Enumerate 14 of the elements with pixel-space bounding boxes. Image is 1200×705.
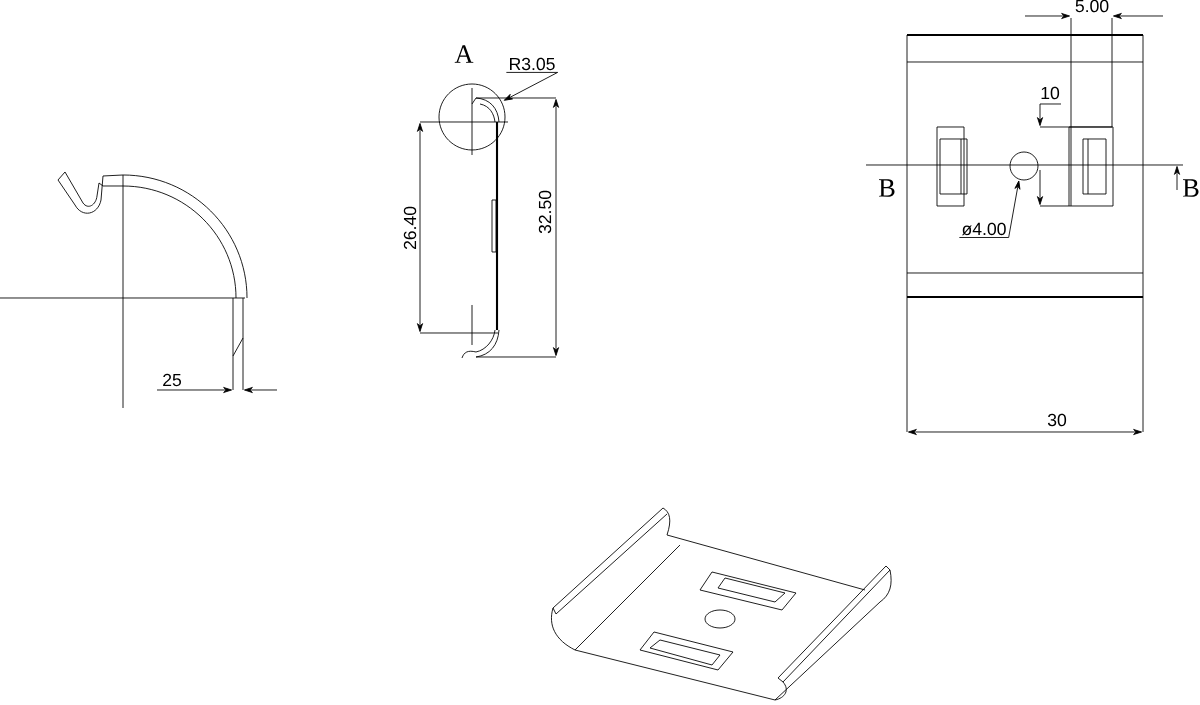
view-label: B [1183, 179, 1199, 197]
dimension-text: 25 [163, 373, 182, 387]
view-label: B [879, 179, 895, 197]
dimension-text: 32.50 [538, 190, 552, 234]
hole-circle [1009, 151, 1039, 181]
callout-text: ø4.00 [961, 222, 1006, 236]
dimension-text: 30 [1047, 413, 1067, 427]
dimension-text: 5.00 [1075, 0, 1109, 13]
dimension-text: 26.40 [403, 206, 417, 250]
dimension-text: 10 [1041, 86, 1060, 100]
leader-line [503, 71, 559, 101]
leader-line [958, 180, 1021, 238]
callout-text: R3.05 [510, 57, 555, 71]
view-label: A [454, 45, 474, 63]
